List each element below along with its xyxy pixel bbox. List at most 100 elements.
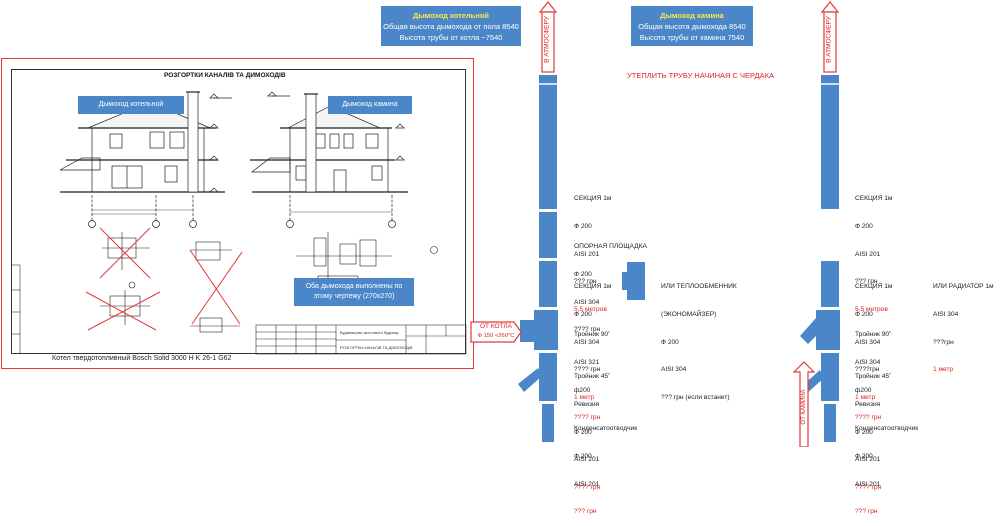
boiler-condensate-diameter: Ф 200: [574, 453, 592, 461]
fireplace-section2-length: 1 метр: [855, 393, 876, 401]
fireplace-pipe-column: [800, 1, 840, 442]
drawing-callout-note: Оба дымохода выполнены по этому чертежу …: [294, 278, 414, 306]
boiler-tee90-price: ???? грн: [574, 414, 601, 422]
boiler-section2-label: СЕКЦИЯ 1м Ф 200 AISI 304 ???? грн 1 метр: [574, 264, 611, 411]
fireplace-chimney-total-height: Общая высота дымохода 8540: [638, 22, 746, 31]
heat-exchanger-sub: (ЭКОНОМАЙЗЕР): [661, 311, 717, 319]
boiler-section2-price: ???? грн: [574, 366, 601, 374]
insulate-note: УТЕПЛИТЬ ТРУБУ НАЧИНАЯ С ЧЕРДАКА: [627, 71, 775, 80]
heat-exchanger-label: ИЛИ ТЕПЛООБМЕННИК (ЭКОНОМАЙЗЕР) Ф 200 AI…: [661, 264, 737, 411]
boiler-tee90-diameter: ф200: [574, 386, 591, 394]
sheet-side-stamp: [11, 264, 21, 354]
fireplace-atmosphere-label: В АТМОСФЕРУ: [825, 16, 833, 63]
boiler-section2-diameter: Ф 200: [574, 311, 592, 319]
fireplace-condensate-name: Конденсатоотводчик: [855, 425, 919, 433]
elevation-right: [250, 91, 408, 228]
boiler-platform-name: ОПОРНАЯ ПЛОЩАДКА: [574, 243, 647, 251]
boiler-chimney-pipe-height: Высота трубы от котла ~7540: [399, 33, 503, 42]
radiator-price: ???грн: [933, 338, 954, 346]
elevation-left: [59, 91, 232, 228]
fireplace-tee45-diameter: Ф 200: [855, 428, 873, 436]
boiler-condensate-name: Конденсатоотводчик: [574, 425, 638, 433]
title-block-project: Будівництво житлового будинку: [340, 330, 399, 335]
fireplace-tee90-name: Тройник 90˚: [855, 331, 892, 339]
from-boiler-arrow: [470, 321, 522, 343]
from-boiler-line2: Ф 150 <260°С: [477, 333, 515, 339]
fireplace-section1-name: СЕКЦИЯ 1м: [855, 195, 893, 203]
fireplace-chimney-title: Дымоход камина: [660, 11, 724, 20]
boiler-atmosphere-label: В АТМОСФЕРУ: [543, 16, 551, 63]
fireplace-condensate-diameter: Ф 200: [855, 453, 873, 461]
fireplace-chimney-callout: Дымоход камина Общая высота дымохода 854…: [631, 6, 753, 46]
boiler-section1-price: ??? грн: [574, 278, 597, 286]
boiler-platform-price: ???? грн: [574, 326, 601, 334]
boiler-chimney-callout: Дымоход котельной Общая высота дымохода …: [381, 6, 521, 46]
fireplace-section1-price: ??? грн: [855, 278, 878, 286]
boiler-tee90-name: Тройник 90˚: [574, 331, 611, 339]
fireplace-section1-label: СЕКЦИЯ 1м Ф 200 AISI 201 ??? грн 5,5 мет…: [855, 176, 892, 323]
fireplace-section2-name: СЕКЦИЯ 1м: [855, 283, 893, 291]
drawing-callout-fireplace: Дымоход камина: [328, 96, 412, 114]
drawing-callout-fireplace-text: Дымоход камина: [342, 101, 398, 108]
heat-exchanger-steel: AISI 304: [661, 366, 687, 374]
fireplace-condensate-steel: AISI 201: [855, 480, 881, 488]
drawing-callout-boiler-text: Дымоход котельной: [98, 101, 164, 108]
fireplace-tee45-name: Тройник 45˚: [855, 373, 892, 381]
fireplace-section2-steel: AISI 304: [855, 338, 881, 346]
drawing-sheet-frame: [11, 69, 466, 354]
title-block: [255, 324, 467, 355]
fireplace-tee45-sub: Ревизия: [855, 401, 881, 409]
detail-drawings-left: [100, 232, 240, 333]
boiler-tee90-steel: AISI 321: [574, 359, 600, 367]
fireplace-condensate-price: ??? грн: [855, 508, 878, 516]
boiler-section1-diameter: Ф 200: [574, 223, 592, 231]
boiler-section1-length: 5,5 метров: [574, 305, 607, 313]
radiator-steel: AISI 304: [933, 311, 959, 319]
fireplace-chimney-pipe-height: Высота трубы от камина 7540: [639, 33, 745, 42]
fireplace-section1-diameter: Ф 200: [855, 223, 873, 231]
heat-exchanger-block: [622, 262, 645, 300]
fireplace-section2-price: ????грн: [855, 366, 880, 374]
fireplace-section2-label: СЕКЦИЯ 1м Ф 200 AISI 304 ????грн 1 метр: [855, 264, 892, 411]
boiler-tee45-sub: Ревизия: [574, 401, 600, 409]
fireplace-section1-steel: AISI 201: [855, 250, 881, 258]
from-boiler-label: ОТ КОТЛА Ф 150 <260°С: [476, 322, 516, 341]
heat-exchanger-price: ??? грн (если встанет): [661, 393, 730, 401]
fireplace-section2-diameter: Ф 200: [855, 311, 873, 319]
boiler-condensate-steel: AISI 201: [574, 480, 600, 488]
fireplace-tee90-steel: AISI 304: [855, 359, 881, 367]
fireplace-condensate-label: Конденсатоотводчик Ф 200 AISI 201 ??? гр…: [855, 406, 918, 526]
boiler-condensate-label: Конденсатоотводчик Ф 200 AISI 201 ??? гр…: [574, 406, 637, 526]
boiler-platform-steel: AISI 304: [574, 298, 600, 306]
boiler-section2-steel: AISI 304: [574, 338, 600, 346]
heat-exchanger-diameter: Ф 200: [661, 338, 679, 346]
boiler-tee45-name: Тройник 45˚: [574, 373, 611, 381]
drawing-callout-boiler: Дымоход котельной: [78, 96, 184, 114]
title-block-sheet-name: РОЗГОРТКИ КАНАЛІВ ТА ДИМОХОДІВ: [340, 345, 413, 350]
drawing-callout-note-text: Оба дымохода выполнены по этому чертежу …: [305, 283, 403, 300]
boiler-chimney-total-height: Общая высота дымохода от пола 8540: [383, 22, 519, 31]
boiler-chimney-title: Дымоход котельной: [413, 11, 489, 20]
boiler-section2-length: 1 метр: [574, 393, 595, 401]
radiator-name: ИЛИ РАДИАТОР 1м: [933, 283, 994, 291]
fireplace-tee90-diameter: ф200: [855, 386, 872, 394]
from-fireplace-arrow: [792, 361, 816, 447]
fireplace-section1-length: 5,5 метров: [855, 305, 888, 313]
boiler-platform-diameter: Ф 200: [574, 271, 592, 279]
radiator-length: 1 метр: [933, 366, 954, 374]
boiler-condensate-price: ??? грн: [574, 508, 597, 516]
from-fireplace-label: ОТ КАМИНА: [801, 389, 807, 425]
boiler-section2-name: СЕКЦИЯ 1м: [574, 283, 612, 291]
boiler-pipe-column: [518, 1, 558, 442]
boiler-section1-name: СЕКЦИЯ 1м: [574, 195, 612, 203]
boiler-model-label: Котел твердотопливный Bosch Solid 3000 H…: [52, 355, 232, 362]
diagram-graphics: [11, 1, 840, 447]
fireplace-tee90-label: Тройник 90˚ AISI 304 ф200 ???? грн: [855, 312, 891, 432]
boiler-section1-steel: AISI 201: [574, 250, 600, 258]
boiler-tee45-diameter: Ф 200: [574, 428, 592, 436]
boiler-tee90-label: Тройник 90˚ AISI 321 ф200 ???? грн: [574, 312, 610, 432]
drawing-title: РОЗГОРТКИ КАНАЛІВ ТА ДИМОХОДІВ: [164, 72, 286, 79]
fireplace-tee90-price: ???? грн: [855, 414, 882, 422]
boiler-platform-label: ОПОРНАЯ ПЛОЩАДКА Ф 200 AISI 304 ???? грн: [574, 224, 647, 344]
radiator-label: ИЛИ РАДИАТОР 1м AISI 304 ???грн 1 метр: [933, 264, 994, 384]
